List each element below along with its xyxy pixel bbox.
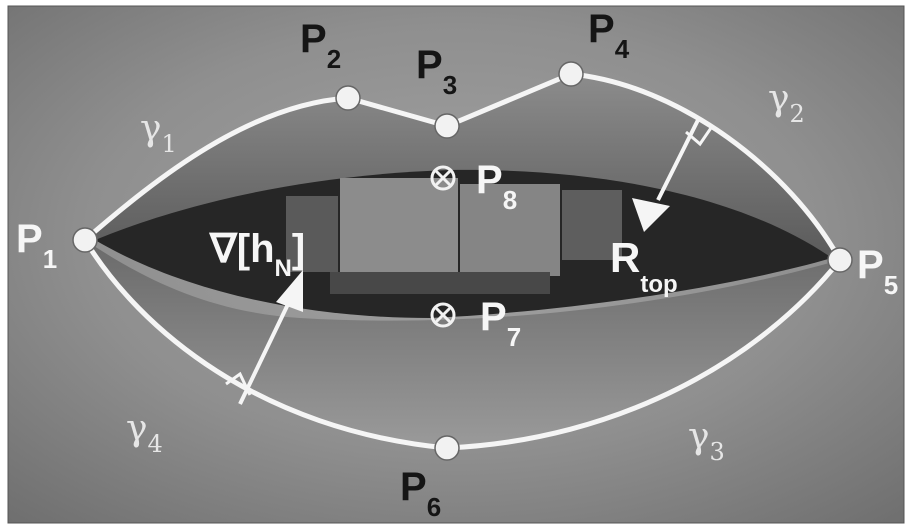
lower-teeth-shadow [330,272,550,294]
tooth [340,178,458,273]
point-p4-marker [559,62,583,86]
point-p1-marker [73,228,97,252]
point-p5-marker [828,248,852,272]
point-p2-marker [336,86,360,110]
point-p3-marker [435,114,459,138]
point-p6-marker [435,436,459,460]
